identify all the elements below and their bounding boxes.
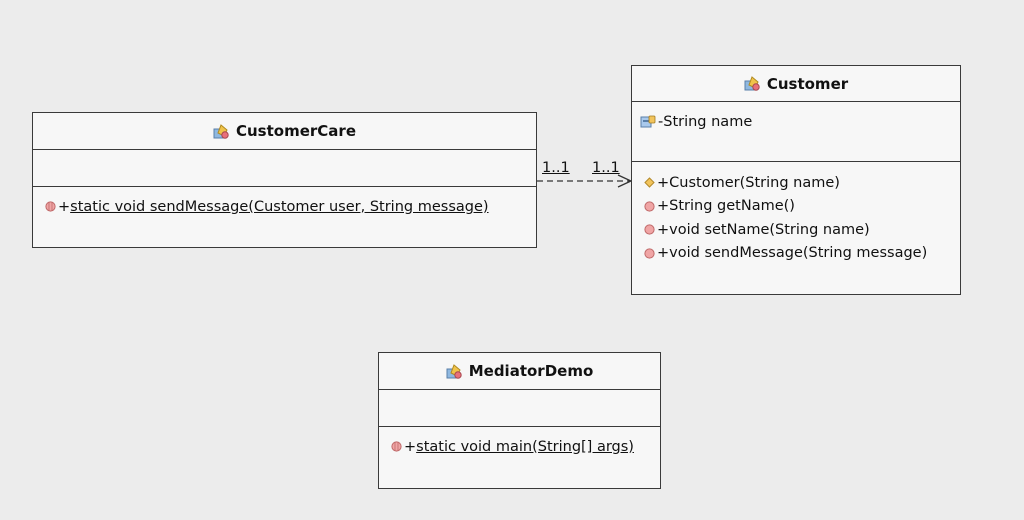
- method-main[interactable]: + static void main(String[] args): [379, 435, 660, 459]
- source-multiplicity: 1..1: [542, 160, 570, 176]
- class-name: MediatorDemo: [468, 362, 594, 380]
- method-signature: static void sendMessage(Customer user, S…: [70, 198, 489, 215]
- operations-section: + static void main(String[] args): [379, 427, 660, 459]
- class-header: MediatorDemo: [379, 353, 660, 390]
- static-method-icon: [45, 201, 56, 212]
- visibility-marker: +: [657, 245, 670, 262]
- class-customercare[interactable]: CustomerCare + static void sendMessage(C…: [32, 112, 537, 248]
- method-signature: static void main(String[] args): [416, 438, 634, 455]
- method-send-message[interactable]: + void sendMessage(String message): [632, 242, 960, 266]
- operations-section: + static void sendMessage(Customer user,…: [33, 187, 536, 219]
- method-send-message[interactable]: + static void sendMessage(Customer user,…: [33, 195, 536, 219]
- method-icon: [644, 201, 655, 212]
- method-signature: void sendMessage(String message): [669, 245, 928, 262]
- visibility-marker: +: [58, 198, 71, 215]
- class-icon: [446, 364, 463, 379]
- method-get-name[interactable]: + String getName(): [632, 195, 960, 219]
- method-signature: String getName(): [669, 198, 795, 215]
- visibility-marker: +: [404, 438, 417, 455]
- method-icon: [644, 248, 655, 259]
- method-constructor[interactable]: + Customer(String name): [632, 171, 960, 195]
- visibility-marker: -: [658, 113, 664, 130]
- method-icon: [644, 224, 655, 235]
- class-header: CustomerCare: [33, 113, 536, 150]
- visibility-marker: +: [657, 221, 670, 238]
- class-customer[interactable]: Customer - String name + Customer(String…: [631, 65, 961, 295]
- operations-section: + Customer(String name) + String getName…: [632, 162, 960, 265]
- class-mediatordemo[interactable]: MediatorDemo + static void main(String[]…: [378, 352, 661, 489]
- visibility-marker: +: [657, 198, 670, 215]
- class-icon: [744, 76, 761, 91]
- method-set-name[interactable]: + void setName(String name): [632, 218, 960, 242]
- class-name: Customer: [766, 74, 849, 93]
- class-name: CustomerCare: [236, 122, 356, 140]
- attributes-section: - String name: [632, 102, 960, 162]
- field-signature: String name: [663, 113, 753, 130]
- class-icon: [213, 124, 230, 139]
- field-name[interactable]: - String name: [632, 110, 960, 134]
- method-signature: void setName(String name): [669, 221, 870, 238]
- private-field-icon: [640, 115, 656, 129]
- visibility-marker: +: [657, 174, 670, 191]
- class-header: Customer: [632, 66, 960, 102]
- attributes-section: [33, 150, 536, 187]
- method-signature: Customer(String name): [669, 174, 840, 191]
- attributes-section: [379, 390, 660, 427]
- constructor-icon: [644, 177, 655, 188]
- static-method-icon: [391, 441, 402, 452]
- target-multiplicity: 1..1: [592, 160, 620, 176]
